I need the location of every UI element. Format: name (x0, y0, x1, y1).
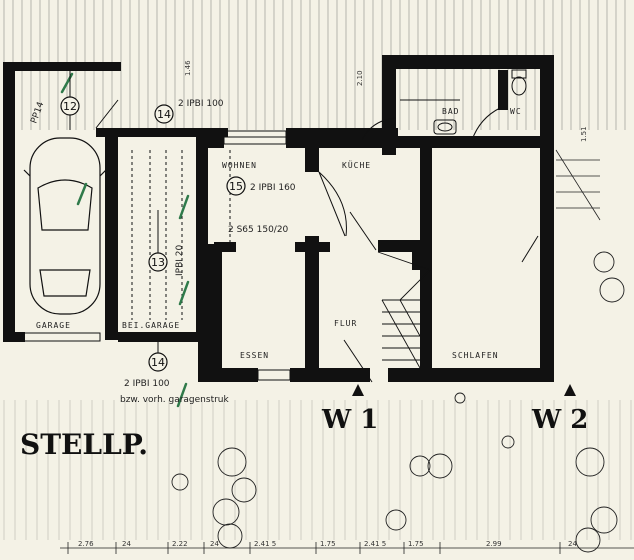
room-flur: FLUR (334, 319, 357, 328)
dim-3: 2.22 (172, 540, 188, 548)
label-stellplatz: STELLP. (20, 428, 148, 461)
dim-top-2: 2.10 (356, 70, 364, 86)
room-kueche: KÜCHE (342, 160, 371, 170)
entrance-arrows (352, 384, 576, 396)
room-schlafen: SCHLAFEN (452, 351, 499, 360)
label-w2: W 2 (531, 405, 588, 435)
dim-4: 24 (210, 540, 219, 548)
shrub-icon (217, 447, 247, 477)
windows (19, 57, 553, 381)
dim-5: 2.41 5 (254, 540, 276, 548)
annotation-12: PP14 (29, 100, 46, 125)
walls (3, 55, 554, 382)
shrub-icon (575, 447, 605, 477)
car-icon (23, 137, 107, 315)
annotation-note-bottom: bzw. vorh. garagenstruk (120, 395, 230, 405)
bath-fixtures (400, 69, 527, 135)
marker-12: 12 (63, 100, 77, 113)
beam-lines (131, 150, 231, 320)
shrub-icon (454, 392, 466, 404)
annotation-14-bottom: 2 IPBI 100 (124, 379, 170, 389)
room-bei-garage: BEI.GARAGE (122, 321, 180, 330)
shrub-icon (590, 506, 618, 534)
dim-8: 1.75 (408, 540, 424, 548)
dim-2: 24 (122, 540, 131, 548)
stairs (377, 251, 431, 369)
room-essen: ESSEN (240, 351, 269, 360)
shrub-icon (501, 435, 515, 449)
dim-6: 1.75 (320, 540, 336, 548)
shrub-icon (231, 477, 257, 503)
dim-7: 2.41 5 (364, 540, 386, 548)
shrub-icon (409, 455, 431, 477)
terrace-hatch (555, 149, 601, 221)
shrub-icon (599, 277, 625, 303)
annotation-13: IPBI 20 (175, 245, 185, 276)
callout-markers (60, 96, 246, 372)
dimension-line (60, 542, 634, 554)
annotation-14-top: 2 IPBI 100 (178, 99, 224, 109)
dim-10: 24 (568, 540, 577, 548)
marker-14-top: 14 (157, 108, 171, 121)
shrub-icon (593, 251, 615, 273)
annotation-15: 2 IPBI 160 (250, 183, 296, 193)
label-w1: W 1 (321, 405, 378, 435)
room-garage: GARAGE (36, 321, 71, 330)
door-swings (95, 99, 539, 383)
room-wohnen: WOHNEN (222, 161, 257, 170)
room-bad: BAD (442, 107, 459, 116)
shrub-icon (171, 473, 189, 491)
room-wc: WC (510, 107, 522, 116)
dim-right: 1.51 (580, 126, 588, 142)
green-marks (60, 72, 190, 408)
marker-14-bottom: 14 (151, 356, 165, 369)
dim-1: 2.76 (78, 540, 94, 548)
annotation-small-beam: 2 S65 150/20 (228, 225, 289, 235)
shrubs (171, 251, 625, 553)
dim-9: 2.99 (486, 540, 502, 548)
marker-13: 13 (151, 256, 165, 269)
shrub-icon (427, 453, 453, 479)
shrub-icon (575, 527, 601, 553)
marker-15: 15 (229, 180, 243, 193)
shrub-icon (217, 523, 243, 549)
dim-top-1: 1.46 (184, 60, 192, 76)
shrub-icon (385, 509, 407, 531)
